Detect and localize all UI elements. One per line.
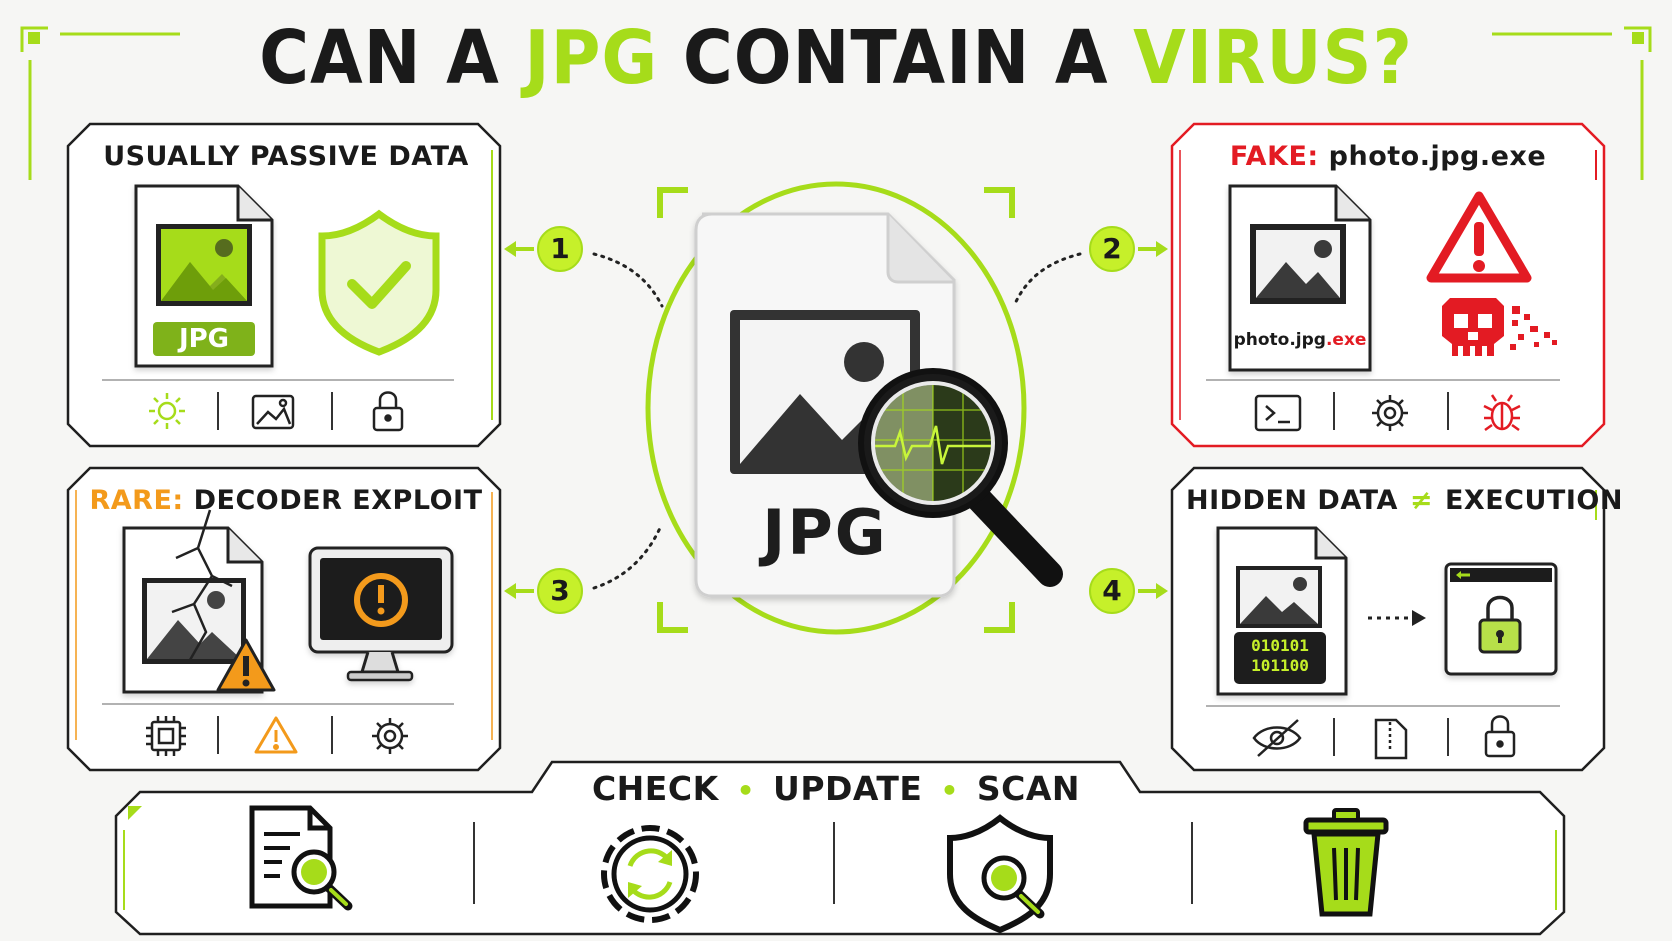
step-badge-1 [537,226,583,272]
separator-dot-2: • [940,774,959,807]
title-virus-highlight: VIRUS? [1133,15,1413,101]
panel-3-title-rest: DECODER EXPLOIT [193,485,483,516]
magnifier-icon [858,368,1063,587]
gear-icon [372,718,408,754]
connectors [504,226,1168,614]
sun-icon [149,393,185,429]
eye-off-icon [1252,719,1302,757]
title-part-3: CONTAIN A [658,15,1134,101]
lock-icon [372,391,404,432]
binary-line-1: 010101 [1251,636,1309,655]
step-number-1: 1 [550,232,570,265]
panel-decoder-exploit [66,466,502,772]
panel-3-title-key: RARE: [89,485,184,516]
panel-4-title: HIDDEN DATA ≠ EXECUTION [1186,484,1622,518]
panel-2-title-key: FAKE: [1229,141,1319,172]
panel-4-title-a: HIDDEN DATA [1186,485,1398,516]
gear-icon [1372,395,1408,431]
panel-passive-data [66,122,502,448]
shield-search-icon [947,814,1053,934]
step-badge-3 [537,568,583,614]
scan-label: SCAN [976,769,1081,808]
step-number-3: 3 [550,574,570,607]
terminal-icon [1254,394,1302,432]
skull-icon [1442,298,1557,356]
panel-2-title: FAKE: photo.jpg.exe [1186,140,1590,174]
check-label: CHECK [591,769,719,808]
step-badge-2 [1089,226,1135,272]
page-title: CAN A JPG CONTAIN A VIRUS? [67,6,1605,110]
panel-4-title-b: EXECUTION [1444,485,1623,516]
disguised-file-name: photo.jpg.exe [1230,330,1370,350]
center-jpg-scan [645,181,1063,635]
title-jpg-highlight: JPG [524,15,659,101]
zip-file-icon [1374,718,1408,760]
center-file-label: JPG [762,496,888,569]
update-label: UPDATE [773,769,923,808]
small-warning-icon [216,638,276,692]
lock-icon [1484,715,1516,758]
frame-corner-top-left [20,26,180,180]
panel-2-title-rest: photo.jpg.exe [1328,141,1547,172]
trash-icon [1303,808,1389,917]
warning-outline-icon [254,716,298,754]
image-icon [251,394,295,430]
panel-1-title: USUALLY PASSIVE DATA [103,141,469,172]
jpg-badge: JPG [178,324,230,354]
file-name-base: photo.jpg [1233,330,1326,350]
separator-dot-1: • [736,774,756,807]
warning-icon [1426,191,1532,283]
title-part-1: CAN A [259,15,525,101]
document-search-icon [249,805,353,911]
monitor-alert-icon [308,546,454,682]
bug-icon [1483,394,1521,432]
file-name-exe: .exe [1325,330,1367,350]
binary-line-2: 101100 [1251,656,1309,675]
bottom-title: CHECK • UPDATE • SCAN [552,768,1120,812]
panel-3-title: RARE: DECODER EXPLOIT [86,484,486,518]
shield-check-icon [318,209,440,356]
frame-corner-top-right [1492,26,1652,180]
gear-refresh-icon [601,825,699,923]
step-number-4: 4 [1102,574,1122,607]
step-badge-4 [1089,568,1135,614]
locked-window-icon [1444,562,1558,676]
panel-hidden-data [1170,466,1606,772]
chip-icon [146,716,186,756]
panel-fake-extension [1170,122,1606,448]
bottom-actions-bar [114,760,1566,936]
step-number-2: 2 [1102,232,1122,265]
not-equal-symbol: ≠ [1409,485,1433,516]
